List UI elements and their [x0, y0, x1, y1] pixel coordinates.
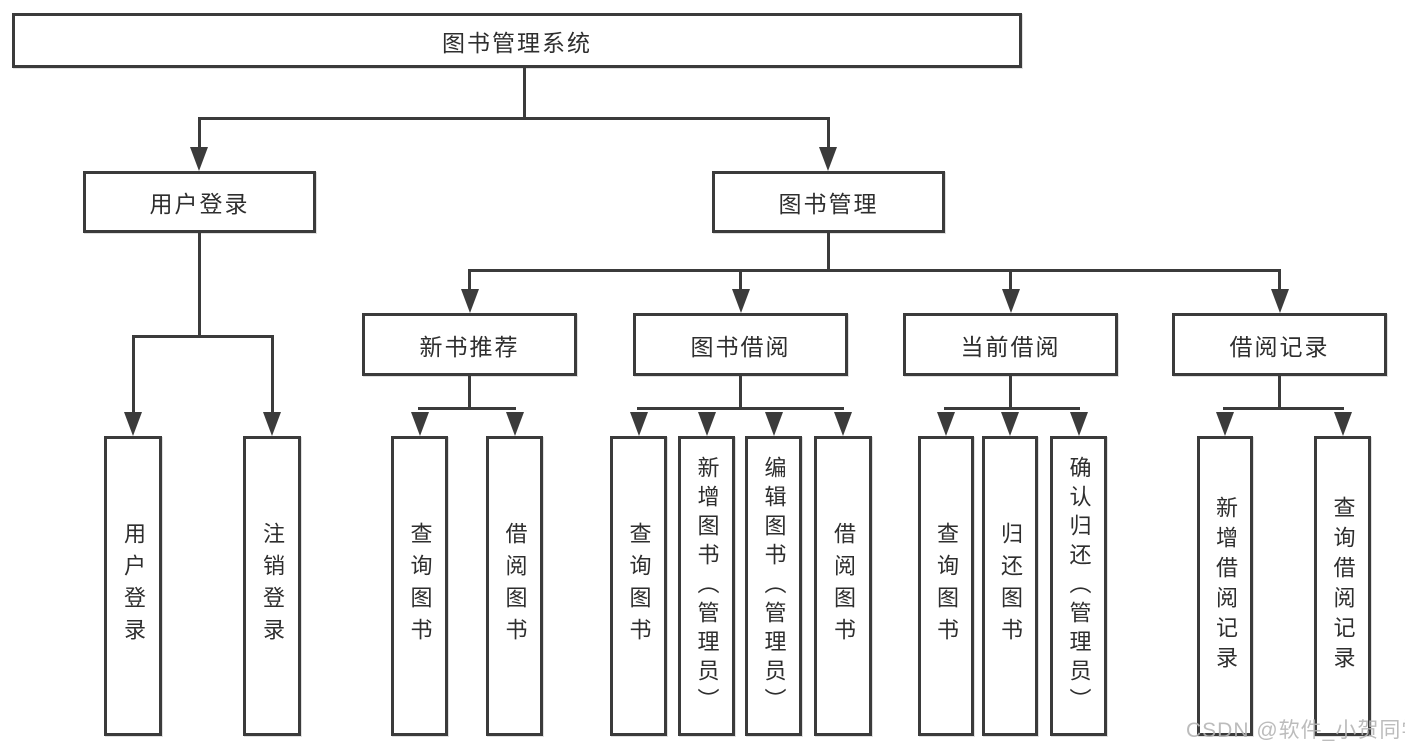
leaf-cb-confirm-return-admin-label: 确认归还（管理员） — [1066, 455, 1092, 717]
leaf-cb-return-books-label: 归还图书 — [998, 522, 1023, 650]
arrow-down-icon — [124, 412, 142, 436]
arrow-down-icon — [819, 147, 837, 171]
arrow-down-icon — [1216, 412, 1234, 436]
connector-user-login-branch — [132, 335, 273, 338]
arrow-down-icon — [1070, 412, 1088, 436]
arrow-down-icon — [732, 289, 750, 313]
leaf-user-login: 用户登录 — [104, 436, 162, 736]
leaf-cb-confirm-return-admin: 确认归还（管理员） — [1050, 436, 1107, 736]
arrow-down-icon — [1334, 412, 1352, 436]
connector-book-mgmt-stem — [827, 232, 830, 272]
leaf-br-query-borrow-record-label: 查询借阅记录 — [1330, 496, 1356, 676]
arrow-down-icon — [411, 412, 429, 436]
leaf-bb-query-books-label: 查询图书 — [626, 522, 652, 650]
arrow-down-icon — [937, 412, 955, 436]
leaf-logout: 注销登录 — [243, 436, 301, 736]
connector-stem — [1278, 375, 1281, 410]
connector-branch — [637, 407, 844, 410]
leaf-nbr-borrow-books-label: 借阅图书 — [502, 522, 528, 650]
leaf-bb-borrow-books: 借阅图书 — [814, 436, 872, 736]
node-new-book-recommend: 新书推荐 — [362, 313, 577, 376]
leaf-br-add-borrow-record: 新增借阅记录 — [1197, 436, 1253, 736]
node-book-management: 图书管理 — [712, 171, 945, 233]
connector-branch — [944, 407, 1080, 410]
leaf-logout-label: 注销登录 — [260, 522, 285, 650]
leaf-user-login-label: 用户登录 — [121, 522, 146, 650]
connector-drop — [198, 117, 201, 150]
leaf-bb-add-books-admin-label: 新增图书（管理员） — [694, 455, 720, 717]
node-current-borrow-label: 当前借阅 — [960, 333, 1061, 360]
connector-branch — [418, 407, 516, 410]
arrow-down-icon — [1001, 412, 1019, 436]
leaf-bb-borrow-books-label: 借阅图书 — [831, 522, 856, 650]
leaf-cb-return-books: 归还图书 — [982, 436, 1038, 736]
connector-stem — [739, 375, 742, 410]
csdn-watermark: CSDN @软件_小贺同学 — [1186, 719, 1405, 742]
arrow-down-icon — [834, 412, 852, 436]
arrow-down-icon — [698, 412, 716, 436]
leaf-cb-query-books: 查询图书 — [918, 436, 974, 736]
arrow-down-icon — [765, 412, 783, 436]
arrow-down-icon — [190, 147, 208, 171]
connector-drop — [1009, 269, 1012, 292]
node-borrow-records-label: 借阅记录 — [1229, 333, 1330, 360]
connector-branch — [1223, 407, 1344, 410]
connector-drop — [827, 117, 830, 150]
connector-drop — [132, 335, 135, 415]
arrow-down-icon — [506, 412, 524, 436]
leaf-bb-edit-books-admin-label: 编辑图书（管理员） — [761, 455, 787, 717]
leaf-nbr-query-books-label: 查询图书 — [407, 522, 433, 650]
leaf-bb-edit-books-admin: 编辑图书（管理员） — [745, 436, 802, 736]
leaf-br-query-borrow-record: 查询借阅记录 — [1314, 436, 1371, 736]
node-current-borrow: 当前借阅 — [903, 313, 1118, 376]
node-user-login: 用户登录 — [83, 171, 316, 233]
node-borrow-records: 借阅记录 — [1172, 313, 1387, 376]
leaf-bb-add-books-admin: 新增图书（管理员） — [678, 436, 735, 736]
connector-book-mgmt-branch — [468, 269, 1281, 272]
node-root-label: 图书管理系统 — [442, 29, 592, 56]
arrow-down-icon — [1271, 289, 1289, 313]
node-book-management-label: 图书管理 — [778, 191, 879, 217]
leaf-cb-query-books-label: 查询图书 — [934, 522, 959, 650]
connector-drop — [1278, 269, 1281, 292]
arrow-down-icon — [1002, 289, 1020, 313]
connector-user-login-stem — [198, 232, 201, 338]
connector-stem — [1009, 375, 1012, 410]
leaf-bb-query-books: 查询图书 — [610, 436, 667, 736]
node-book-borrow: 图书借阅 — [633, 313, 848, 376]
connector-drop — [468, 269, 471, 292]
node-user-login-label: 用户登录 — [149, 191, 250, 217]
arrow-down-icon — [630, 412, 648, 436]
arrow-down-icon — [461, 289, 479, 313]
node-root: 图书管理系统 — [12, 13, 1022, 68]
leaf-nbr-borrow-books: 借阅图书 — [486, 436, 543, 736]
connector-root-stem — [523, 67, 526, 120]
connector-drop — [271, 335, 274, 415]
connector-drop — [739, 269, 742, 292]
leaf-br-add-borrow-record-label: 新增借阅记录 — [1213, 496, 1238, 676]
node-book-borrow-label: 图书借阅 — [690, 333, 791, 360]
connector-stem — [468, 375, 471, 410]
leaf-nbr-query-books: 查询图书 — [391, 436, 448, 736]
connector-root-branch — [198, 117, 830, 120]
arrow-down-icon — [263, 412, 281, 436]
node-new-book-recommend-label: 新书推荐 — [419, 333, 520, 360]
